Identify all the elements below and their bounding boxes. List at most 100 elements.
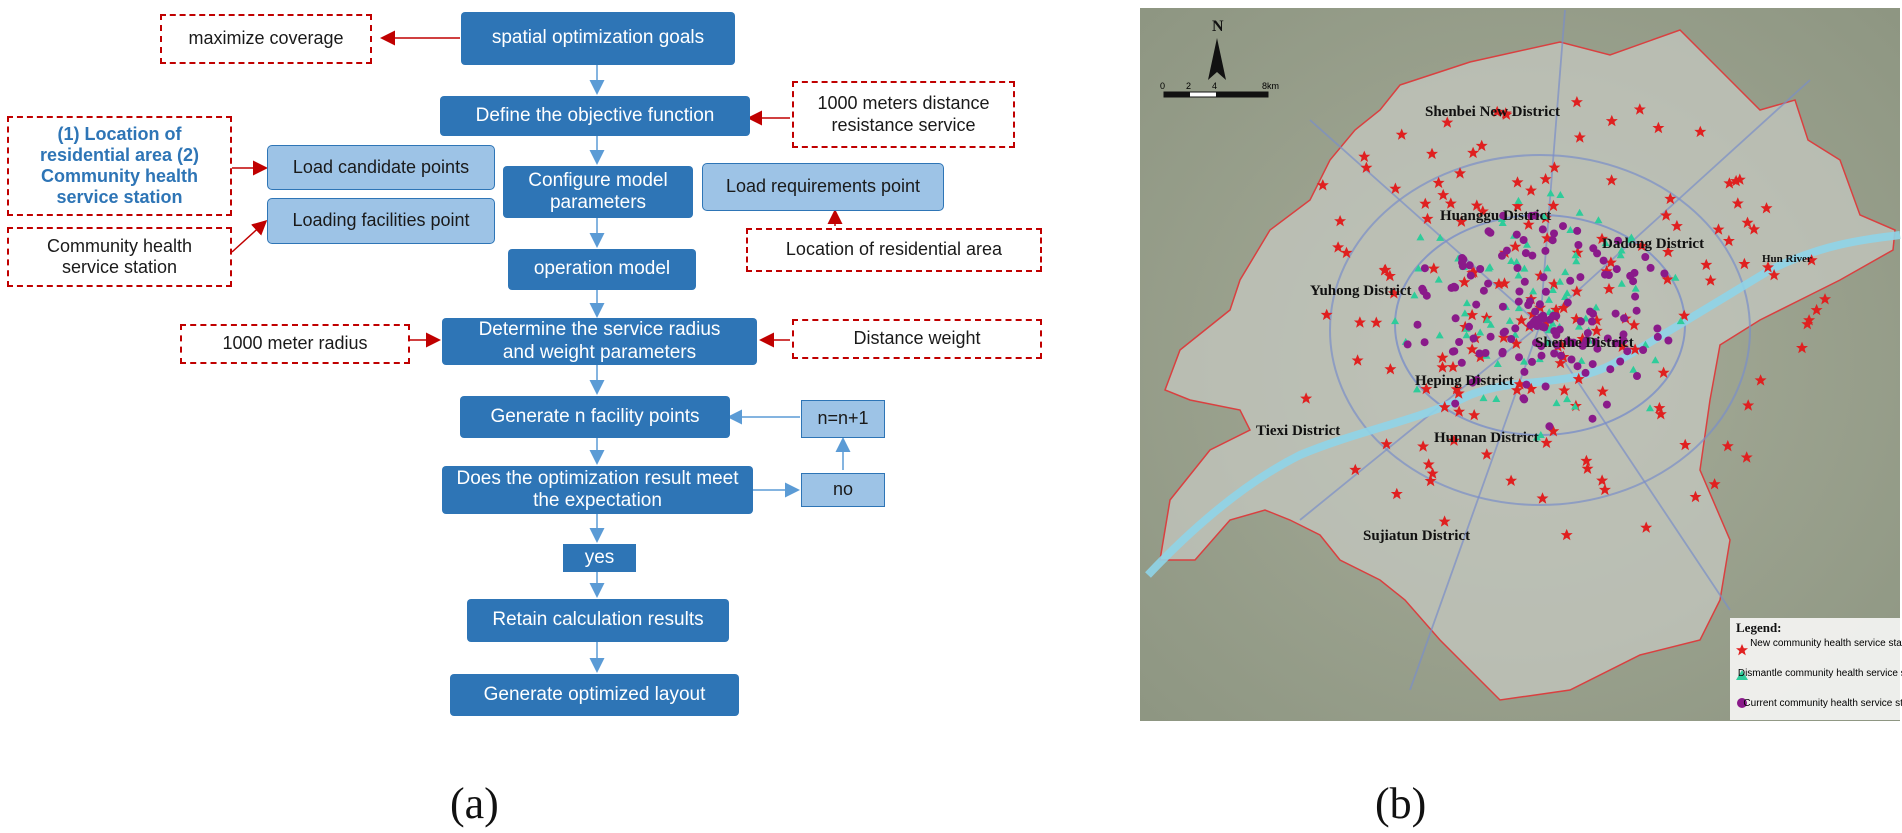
district-hunnan: Hunnan District — [1434, 430, 1539, 446]
current-station-circle-icon — [1566, 338, 1575, 347]
dismantle-station-triangle-icon — [1577, 356, 1586, 364]
current-station-circle-icon — [1498, 349, 1507, 358]
current-station-circle-icon — [1498, 302, 1507, 311]
scale-tick-2: 2 — [1186, 81, 1191, 91]
current-station-circle-icon — [1450, 347, 1459, 356]
dismantle-station-triangle-icon — [1476, 328, 1485, 336]
current-station-circle-icon — [1541, 246, 1550, 255]
legend-title: Legend: — [1736, 620, 1782, 635]
legend-current-circle-icon — [1737, 698, 1747, 708]
yes-box: yes — [563, 544, 636, 572]
new-station-star-icon — [1395, 128, 1408, 140]
legend-current-label: Current community health service station — [1743, 698, 1902, 709]
new-station-star-icon — [1466, 343, 1479, 355]
radius-box: Determine the service radius and weight … — [442, 318, 757, 365]
dismantle-station-triangle-icon — [1507, 257, 1516, 265]
current-station-circle-icon — [1576, 317, 1585, 326]
new-station-star-icon — [1628, 319, 1641, 331]
current-station-circle-icon — [1486, 332, 1495, 341]
new-station-star-icon — [1499, 107, 1512, 119]
new-station-star-icon — [1316, 179, 1329, 191]
new-station-star-icon — [1540, 436, 1553, 449]
new-station-star-icon — [1437, 188, 1450, 201]
current-station-circle-icon — [1522, 380, 1531, 389]
district-yuhong: Yuhong District — [1310, 283, 1412, 299]
dismantle-station-triangle-icon — [1571, 251, 1580, 259]
current-station-circle-icon — [1535, 300, 1544, 309]
scale-tick-4: 4 — [1212, 81, 1217, 91]
new-station-star-icon — [1805, 254, 1818, 266]
new-station-star-icon — [1547, 199, 1560, 212]
new-station-star-icon — [1657, 366, 1670, 378]
current-station-circle-icon — [1465, 322, 1473, 331]
new-station-star-icon — [1360, 161, 1373, 173]
city-boundary — [1159, 29, 1896, 701]
river-label: Hun River — [1762, 253, 1812, 265]
new-station-star-icon — [1742, 399, 1755, 411]
increment-box: n=n+1 — [801, 400, 885, 438]
dismantle-station-triangle-icon — [1641, 340, 1650, 348]
new-station-star-icon — [1560, 528, 1573, 541]
new-station-star-icon — [1581, 462, 1594, 474]
new-station-star-icon — [1768, 269, 1781, 281]
current-station-circle-icon — [1591, 338, 1600, 346]
current-station-circle-icon — [1588, 360, 1597, 369]
district-shenbei: Shenbei New District — [1425, 104, 1560, 120]
new-station-star-icon — [1731, 197, 1744, 209]
current-station-circle-icon — [1620, 314, 1629, 323]
dismantle-station-triangle-icon — [1627, 233, 1636, 241]
new-station-star-icon — [1700, 258, 1713, 271]
new-station-star-icon — [1573, 131, 1586, 143]
current-station-circle-icon — [1633, 372, 1641, 380]
current-station-circle-icon — [1512, 230, 1521, 239]
new-station-star-icon — [1539, 173, 1552, 185]
new-station-star-icon — [1467, 146, 1480, 159]
current-station-circle-icon — [1612, 265, 1621, 274]
current-station-circle-icon — [1623, 347, 1632, 356]
current-station-circle-icon — [1538, 322, 1547, 331]
new-station-star-icon — [1605, 174, 1618, 186]
new-station-star-icon — [1570, 96, 1583, 108]
dismantle-station-triangle-icon — [1479, 394, 1488, 402]
new-station-star-icon — [1598, 483, 1611, 496]
dismantle-station-triangle-icon — [1483, 316, 1492, 324]
current-station-circle-icon — [1458, 258, 1466, 267]
current-station-circle-icon — [1521, 249, 1530, 258]
new-station-star-icon — [1417, 440, 1430, 452]
legend-dismantle-label: Dismantle community health service stati… — [1738, 668, 1902, 679]
new-station-star-icon — [1660, 209, 1673, 221]
current-station-circle-icon — [1629, 277, 1638, 286]
current-station-circle-icon — [1531, 307, 1540, 316]
new-station-star-icon — [1300, 392, 1313, 404]
dismantle-station-triangle-icon — [1561, 268, 1570, 276]
current-station-circle-icon — [1603, 334, 1612, 343]
new-station-star-icon — [1525, 382, 1538, 395]
dismantle-station-triangle-icon — [1536, 430, 1545, 438]
current-station-circle-icon — [1528, 357, 1536, 366]
north-label: N — [1212, 18, 1224, 35]
no-box: no — [801, 473, 885, 507]
station-markers — [1300, 96, 1831, 541]
dismantle-station-triangle-icon — [1484, 264, 1493, 272]
current-station-circle-icon — [1499, 211, 1508, 220]
current-station-circle-icon — [1611, 339, 1620, 348]
current-station-circle-icon — [1582, 336, 1591, 345]
new-station-star-icon — [1664, 192, 1677, 205]
current-station-circle-icon — [1420, 264, 1429, 273]
current-station-circle-icon — [1574, 241, 1583, 249]
current-station-circle-icon — [1567, 355, 1576, 364]
new-station-star-icon — [1438, 515, 1451, 527]
scale-tick-8: 8km — [1262, 81, 1279, 91]
ring-road-outer — [1329, 154, 1751, 506]
current-station-circle-icon — [1520, 277, 1529, 286]
dismantle-station-triangle-icon — [1514, 196, 1523, 204]
current-station-circle-icon — [1619, 330, 1628, 339]
current-station-circle-icon — [1515, 287, 1524, 296]
new-station-star-icon — [1511, 176, 1524, 188]
distance-weight-annotation: Distance weight — [792, 319, 1042, 359]
dismantle-station-triangle-icon — [1556, 191, 1565, 199]
caption-b: (b) — [1375, 779, 1427, 828]
new-station-star-icon — [1762, 261, 1774, 273]
hun-river — [1145, 231, 1901, 578]
